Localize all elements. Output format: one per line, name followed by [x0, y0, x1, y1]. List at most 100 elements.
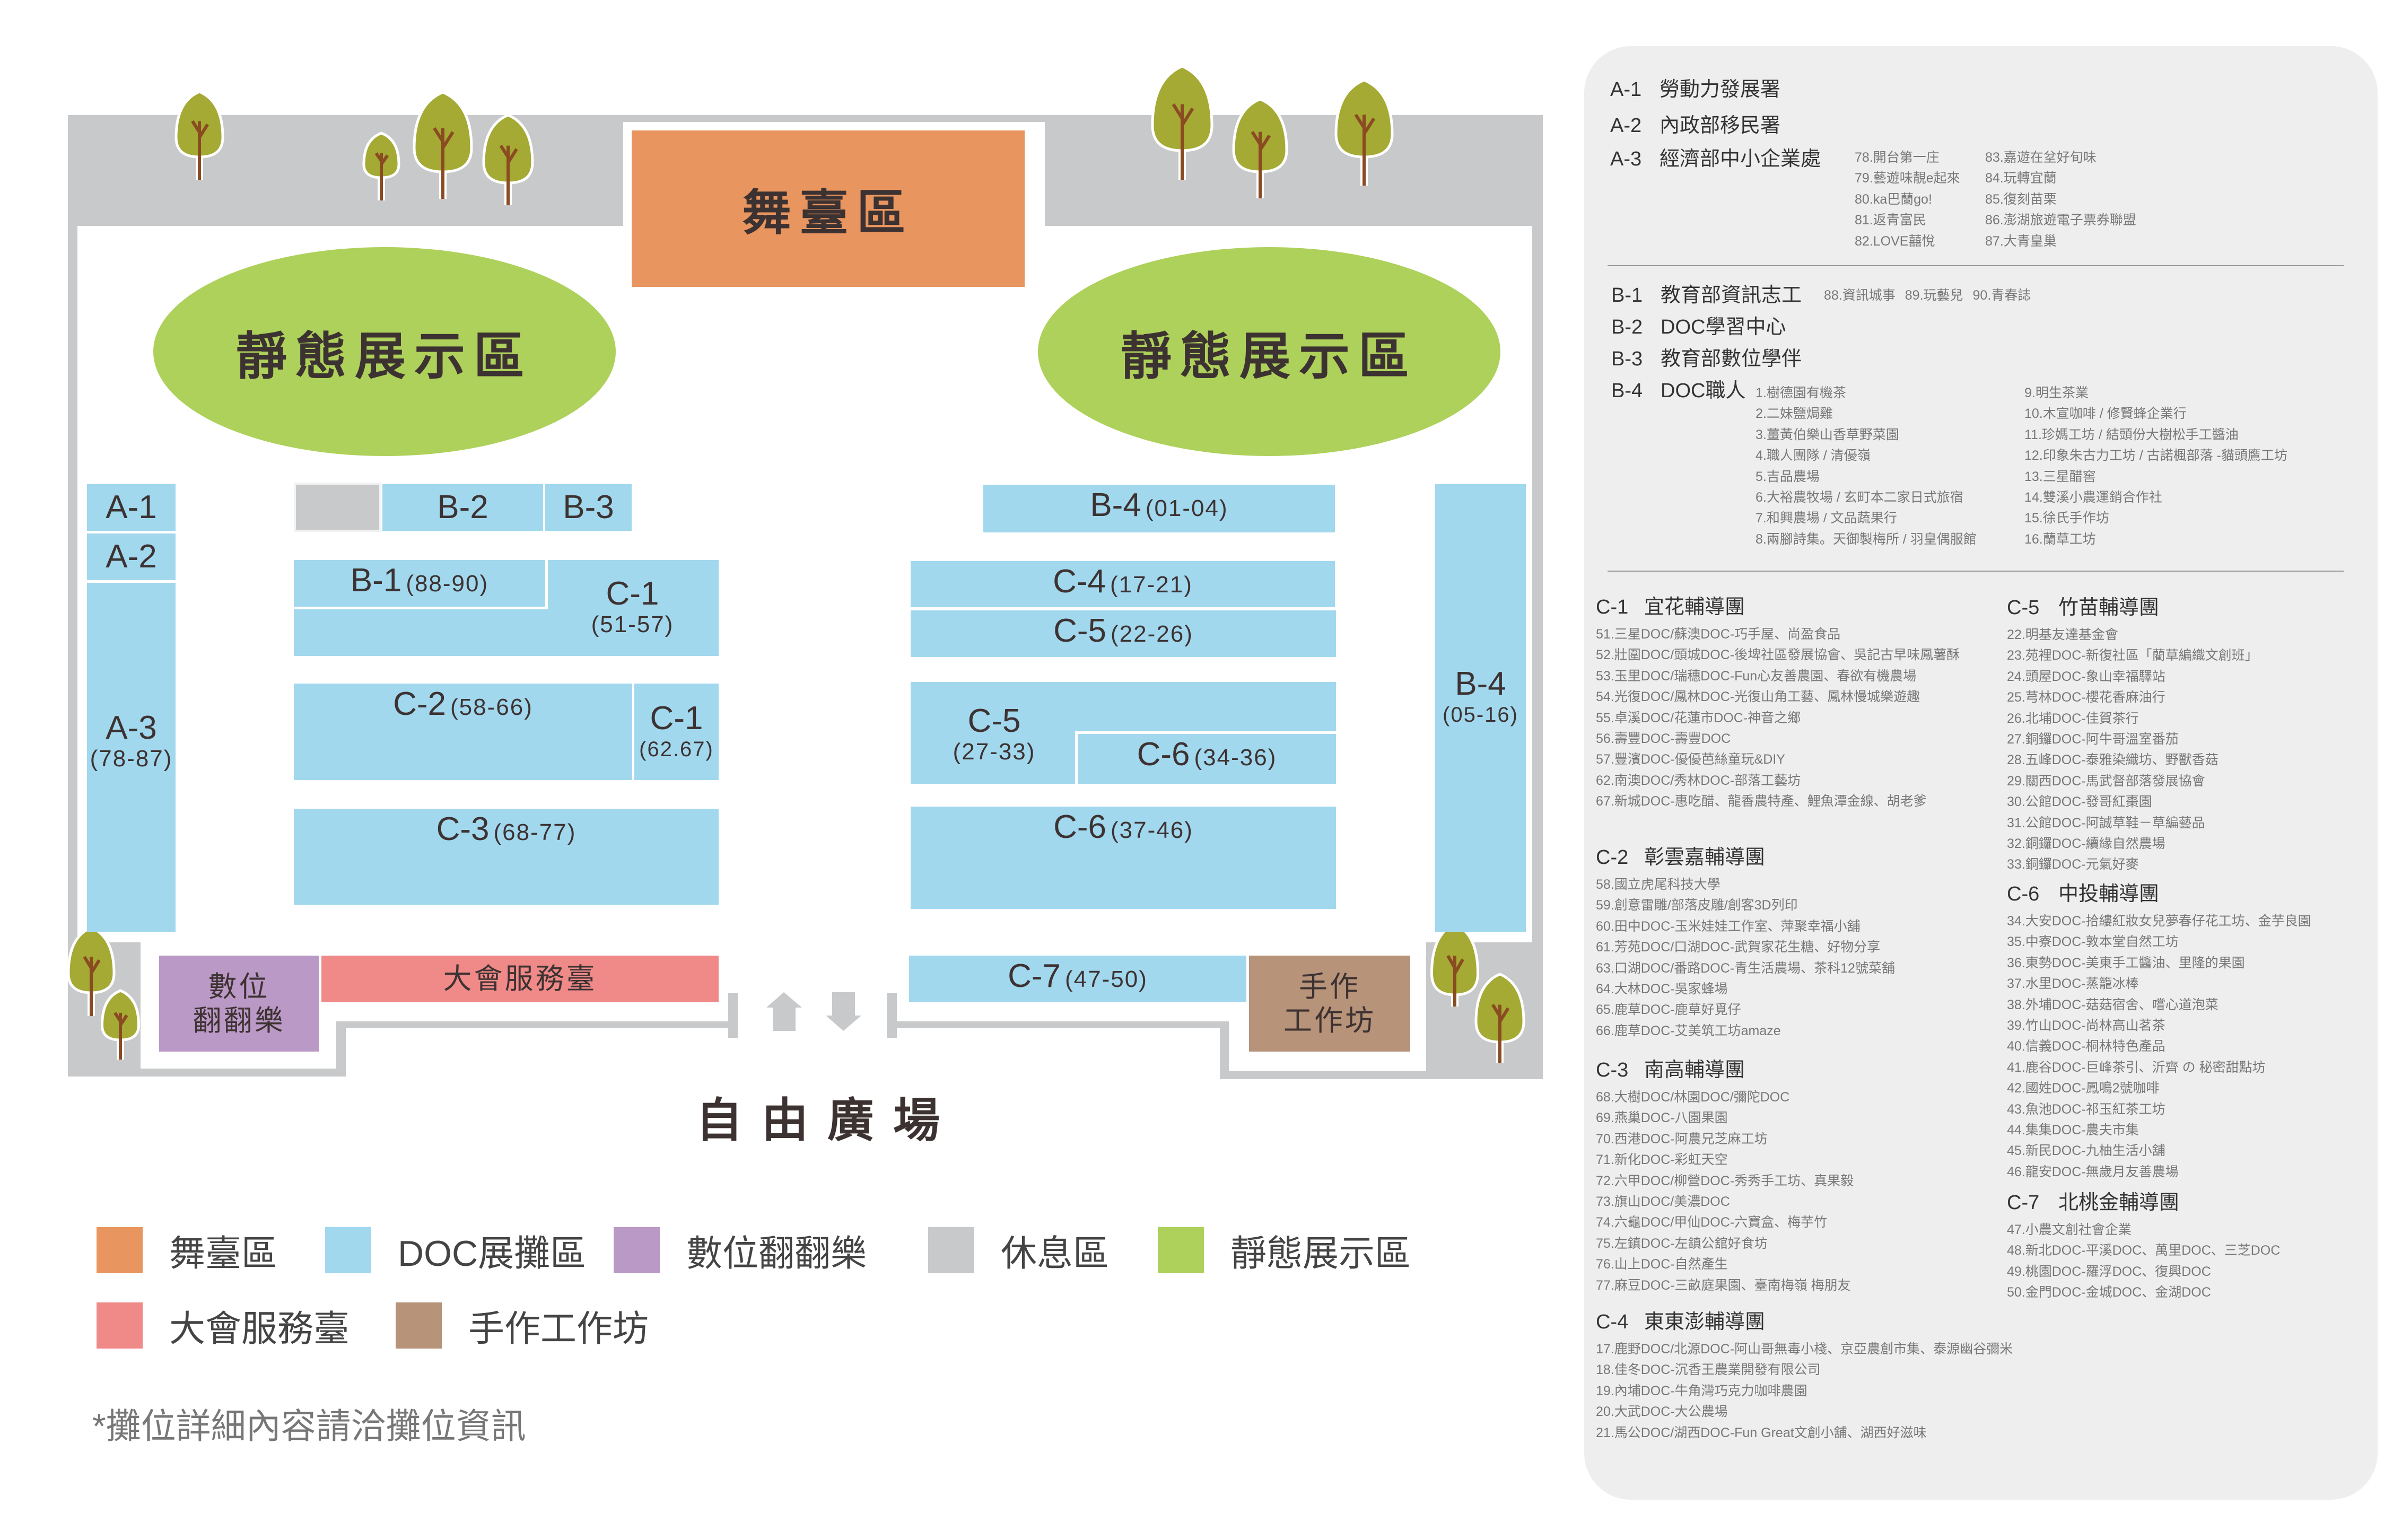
- service-desk[interactable]: 大會服務臺: [321, 956, 719, 1002]
- legend-label: 大會服務臺: [169, 1309, 350, 1349]
- booth-range: (05-16): [1443, 703, 1518, 727]
- booth-code: C-5: [2007, 597, 2040, 619]
- booth-c6-small[interactable]: C-6 (34-36): [1075, 731, 1336, 784]
- craft-workshop-label-line1: 手作: [1299, 970, 1360, 1003]
- booth-c4[interactable]: C-4 (17-21): [911, 561, 1335, 607]
- booth-c5-top[interactable]: C-5 (22-26): [911, 610, 1336, 657]
- group-name: 中投輔導團: [2058, 883, 2160, 905]
- booth-code: C-5: [1053, 612, 1107, 649]
- legend-item-stage: 舞臺區: [97, 1224, 277, 1276]
- organization-name: DOC學習中心: [1661, 316, 1786, 338]
- booth-range: (58-66): [450, 694, 533, 720]
- booth-c7[interactable]: C-7 (47-50): [909, 956, 1246, 1002]
- list-item: 13.三星醋窖: [2024, 469, 2096, 484]
- digital-area-label-line1: 數位: [208, 970, 270, 1003]
- booth-c3[interactable]: C-3 (68-77): [294, 809, 719, 905]
- booth-code: C-7: [2007, 1192, 2040, 1214]
- booth-a2[interactable]: A-2: [87, 533, 176, 580]
- list-item: 26.北埔DOC-佳賀茶行: [2007, 711, 2139, 726]
- booth-c2[interactable]: C-2 (58-66): [294, 684, 632, 780]
- group-name: 北桃金輔導團: [2058, 1192, 2180, 1214]
- static-display-area-left[interactable]: 靜態展示區: [153, 247, 616, 456]
- list-item: 14.雙溪小農運銷合作社: [2024, 490, 2162, 505]
- footnote: *攤位詳細內容請洽攤位資訊: [92, 1406, 526, 1446]
- directory-panel: [1584, 46, 2378, 1500]
- booth-code: A-1: [106, 489, 157, 526]
- plaza-name: 自由廣場: [695, 1093, 959, 1147]
- list-item: 68.大樹DOC/林園DOC/彌陀DOC: [1596, 1090, 1790, 1105]
- rest-area[interactable]: [294, 483, 381, 532]
- list-item: 76.山上DOC-自然產生: [1596, 1257, 1728, 1272]
- booth-c6-large[interactable]: C-6 (37-46): [911, 807, 1336, 909]
- booth-code: A-3: [106, 710, 157, 746]
- list-item: 72.六甲DOC/柳營DOC-秀秀手工坊、真果毅: [1596, 1173, 1854, 1188]
- tree-icon: [1151, 65, 1213, 180]
- list-item: 32.銅鑼DOC-續緣自然農場: [2007, 836, 2165, 852]
- directory-heading-b2: B-2 DOC學習中心: [1611, 314, 1786, 340]
- list-item: 80.ka巴蘭go!: [1855, 191, 1932, 207]
- list-item: 34.大安DOC-拾縷紅妝女兒夢春仔花工坊、金芋良園: [2007, 914, 2311, 929]
- static-display-label: 靜態展示區: [1121, 328, 1418, 385]
- booth-range: (27-33): [953, 739, 1036, 765]
- booth-b3[interactable]: B-3: [545, 484, 632, 531]
- list-item: 83.嘉遊在坌好旬味: [1985, 150, 2097, 165]
- booth-a3[interactable]: A-3 (78-87): [87, 583, 176, 932]
- booth-code: A-3: [1610, 148, 1642, 170]
- booth-c1-label: C-1 (51-57): [546, 562, 719, 652]
- list-item: 27.銅鑼DOC-阿牛哥溫室番茄: [2007, 732, 2179, 747]
- legend-swatch: [396, 1302, 442, 1349]
- list-item: 17.鹿野DOC/北源DOC-阿山哥無毒小棧、京亞農創市集、泰源幽谷彌米: [1596, 1342, 2013, 1357]
- booth-b2[interactable]: B-2: [382, 484, 543, 531]
- free-plaza-label: 自由廣場: [679, 1087, 976, 1147]
- booth-b4-top[interactable]: B-4 (01-04): [983, 485, 1335, 532]
- booth-range: (34-36): [1194, 745, 1277, 771]
- tree-icon: [362, 132, 400, 200]
- list-item: 63.口湖DOC/番路DOC-青生活農場、茶科12號菜舖: [1596, 960, 1895, 976]
- tree-icon: [413, 91, 473, 199]
- directory-heading-b1: B-1 教育部資訊志工: [1611, 283, 1802, 308]
- list-item: 6.大裕農牧場 / 玄町本二家日式旅宿: [1756, 490, 1963, 505]
- tree-icon: [67, 926, 116, 1016]
- list-item: 75.左鎮DOC-左鎮公舘好食坊: [1596, 1236, 1768, 1251]
- booth-b4-side[interactable]: B-4 (05-16): [1435, 484, 1526, 932]
- booth-range: (17-21): [1110, 572, 1193, 598]
- booth-code: C-6: [1137, 736, 1190, 773]
- booth-code: C-2: [1596, 846, 1629, 869]
- list-item: 58.國立虎尾科技大學: [1596, 877, 1720, 892]
- stage-label: 舞臺區: [742, 186, 914, 240]
- booth-code: B-1: [350, 562, 402, 599]
- booth-code: C-6: [2007, 883, 2040, 905]
- booth-code: C-4: [1596, 1311, 1629, 1333]
- entrance-post-right: [887, 993, 897, 1038]
- list-item: 51.三星DOC/蘇澳DOC-巧手屋、尚盈食品: [1596, 627, 1841, 642]
- list-item: 9.明生茶業: [2024, 386, 2089, 400]
- list-item: 56.壽豐DOC-壽豐DOC: [1596, 731, 1731, 747]
- booth-c1-small[interactable]: C-1 (62.67): [634, 684, 719, 780]
- directory-heading-a1: A-1 勞動力發展署: [1610, 77, 1780, 102]
- booth-code: B-4: [1090, 487, 1141, 523]
- list-item: 33.銅鑼DOC-元氣好麥: [2007, 857, 2139, 872]
- digital-area[interactable]: 數位 翻翻樂: [159, 956, 319, 1052]
- organization-name: 經濟部中小企業處: [1660, 148, 1821, 170]
- tree-icon: [1232, 98, 1288, 198]
- organization-name: 勞動力發展署: [1660, 78, 1781, 101]
- entrance-arrow-up-icon: [766, 992, 802, 1031]
- legend-item-rest: 休息區: [928, 1224, 1109, 1276]
- list-item: 20.大武DOC-大公農場: [1596, 1404, 1728, 1420]
- list-item: 40.信義DOC-桐林特色產品: [2007, 1039, 2165, 1054]
- static-display-area-right[interactable]: 靜態展示區: [1038, 247, 1500, 456]
- booth-b1[interactable]: B-1 (88-90): [294, 560, 548, 609]
- list-item: 77.麻豆DOC-三畝庭果園、臺南梅嶺 梅朋友: [1596, 1278, 1851, 1293]
- craft-workshop[interactable]: 手作 工作坊: [1249, 956, 1410, 1052]
- booth-a1[interactable]: A-1: [87, 484, 176, 531]
- stage-area[interactable]: 舞臺區: [632, 130, 1025, 287]
